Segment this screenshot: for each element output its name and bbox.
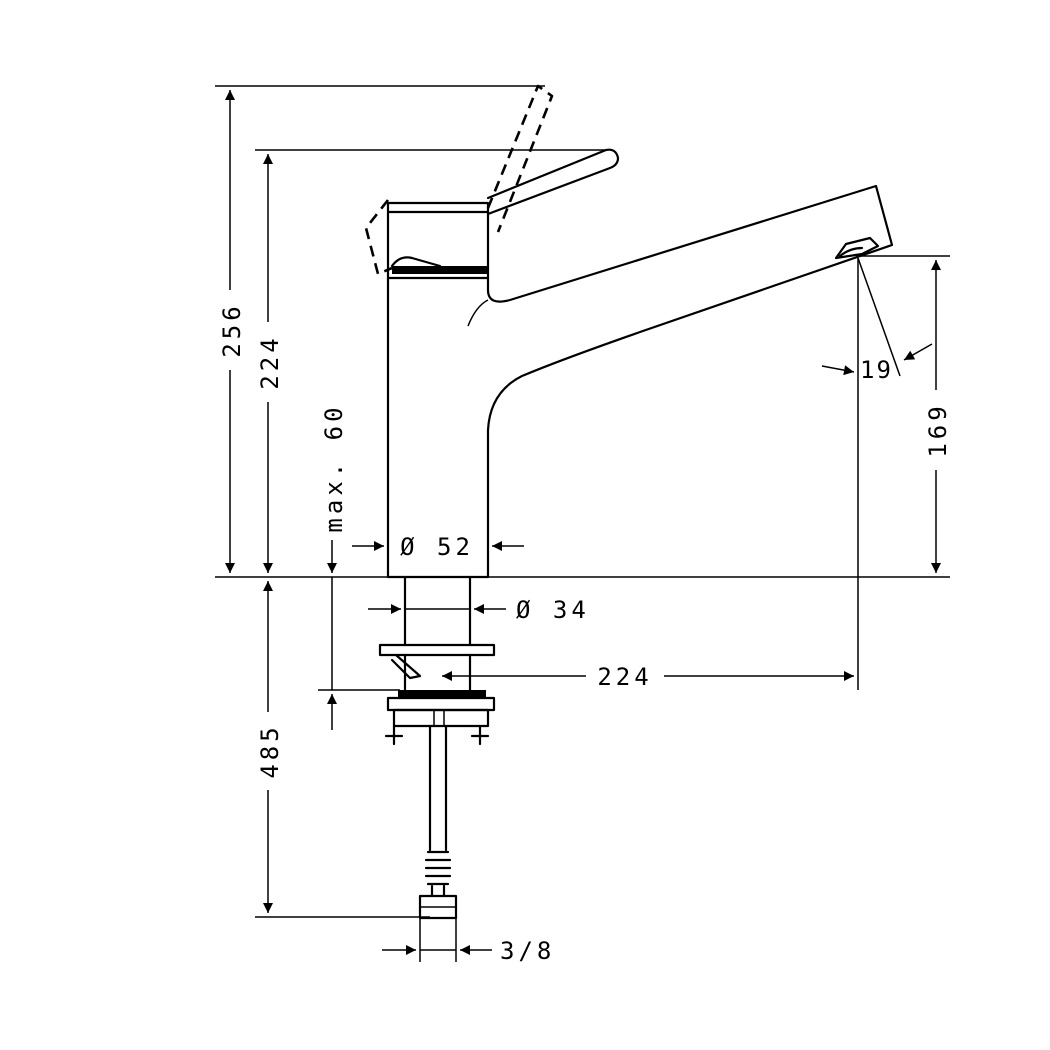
dim-diameter-34: Ø 34 <box>368 596 590 624</box>
dim-diameter-34-label: Ø 34 <box>516 596 590 624</box>
dim-256-label: 256 <box>218 302 246 357</box>
dim-224-vertical: 224 <box>256 154 284 573</box>
dim-485-label: 485 <box>256 723 284 778</box>
supply-hose <box>418 724 458 920</box>
dim-angle-19-label: 19 <box>860 356 893 384</box>
dim-max-60: max. 60 <box>320 403 348 730</box>
dim-256: 256 <box>218 90 246 573</box>
dim-224-horizontal: 224 <box>442 663 854 691</box>
dim-diameter-52: Ø 52 <box>352 533 524 561</box>
dim-angle-19: 19 <box>821 343 933 384</box>
dim-diameter-52-label: Ø 52 <box>400 533 474 561</box>
dim-connection-3-8-label: 3/8 <box>500 937 555 965</box>
dim-224-vertical-label: 224 <box>256 334 284 389</box>
dim-485: 485 <box>256 581 284 913</box>
ext-line-angle <box>857 257 901 377</box>
dim-224-horizontal-label: 224 <box>597 663 652 691</box>
dim-connection-3-8: 3/8 <box>382 937 555 965</box>
mounting-hardware <box>378 575 496 746</box>
lever-closed <box>486 148 620 216</box>
faucet-body <box>386 184 894 579</box>
lever-open-dashed <box>364 84 554 276</box>
dim-169-label: 169 <box>924 402 952 457</box>
dim-169: 169 <box>924 260 952 573</box>
dim-max-60-label: max. 60 <box>320 403 348 532</box>
